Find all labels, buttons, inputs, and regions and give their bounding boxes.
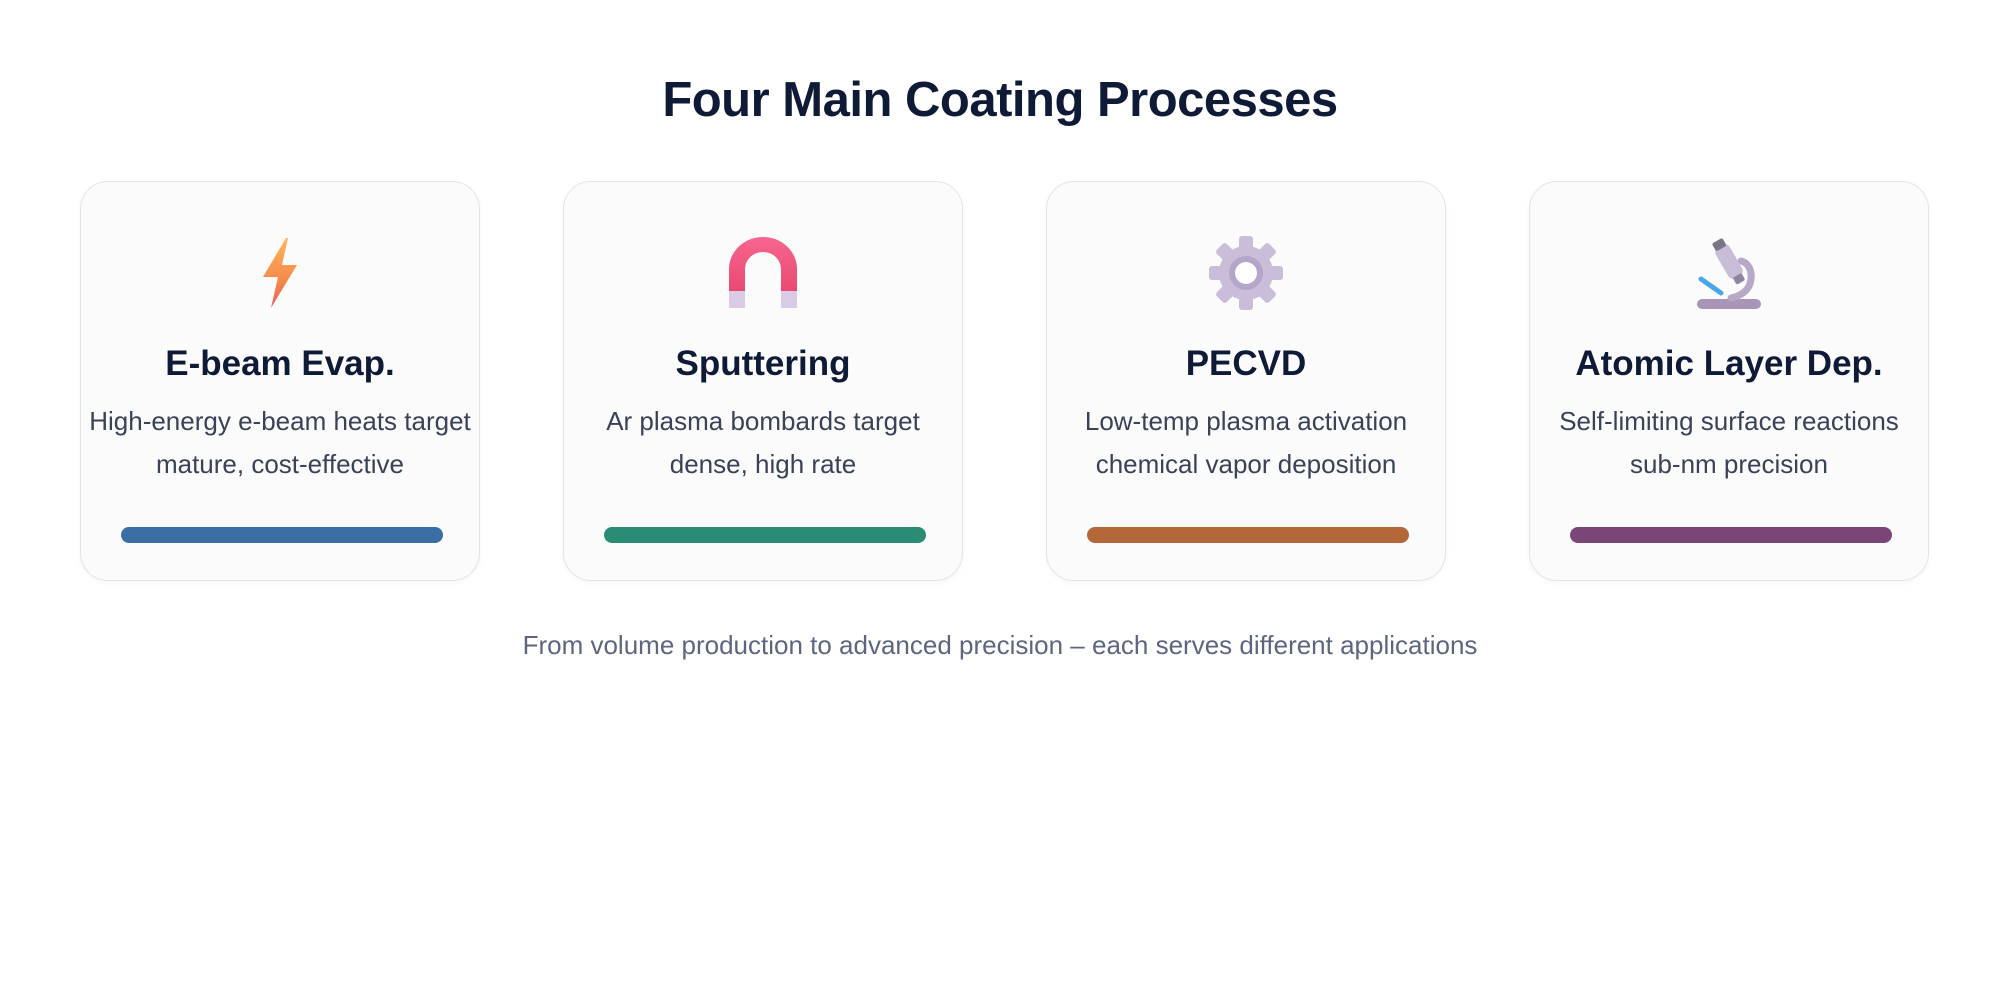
card-description: Self-limiting surface reactions sub-nm p… (1530, 400, 1928, 486)
card-sputtering: Sputtering Ar plasma bombards target den… (563, 181, 963, 581)
card-description-line-1: Self-limiting surface reactions (1559, 406, 1899, 436)
card-description-line-2: sub-nm precision (1630, 449, 1828, 479)
card-pecvd: PECVD Low-temp plasma activation chemica… (1046, 181, 1446, 581)
card-description: Low-temp plasma activation chemical vapo… (1047, 400, 1445, 486)
accent-bar (121, 527, 443, 543)
card-description-line-2: mature, cost-effective (155, 449, 405, 479)
card-description-line-1: High-energy e-beam heats target (89, 406, 471, 436)
magnet-icon (725, 235, 801, 311)
footnote: From volume production to advanced preci… (522, 630, 1478, 660)
card-description-line-1: Ar plasma bombards target (606, 406, 920, 436)
process-cards: E-beam Evap. High-energy e-beam heats ta… (80, 181, 1932, 583)
card-ald: Atomic Layer Dep. Self-limiting surface … (1529, 181, 1929, 581)
gear-icon (1208, 235, 1284, 311)
microscope-icon (1691, 235, 1767, 311)
card-description-line-1: Low-temp plasma activation (1084, 406, 1408, 436)
page-title: Four Main Coating Processes (662, 73, 1338, 127)
accent-bar (1570, 527, 1892, 543)
card-description-line-2: chemical vapor deposition (1095, 449, 1397, 479)
card-description-line-2: dense, high rate (669, 449, 857, 479)
accent-bar (604, 527, 926, 543)
card-title: Sputtering (675, 344, 851, 383)
card-ebeam: E-beam Evap. High-energy e-beam heats ta… (80, 181, 480, 581)
accent-bar (1087, 527, 1409, 543)
card-description: Ar plasma bombards target dense, high ra… (564, 400, 962, 486)
lightning-icon (242, 235, 318, 311)
card-title: Atomic Layer Dep. (1575, 344, 1883, 383)
card-title: E-beam Evap. (165, 344, 395, 383)
card-title: PECVD (1185, 344, 1307, 383)
card-description: High-energy e-beam heats target mature, … (81, 400, 479, 486)
